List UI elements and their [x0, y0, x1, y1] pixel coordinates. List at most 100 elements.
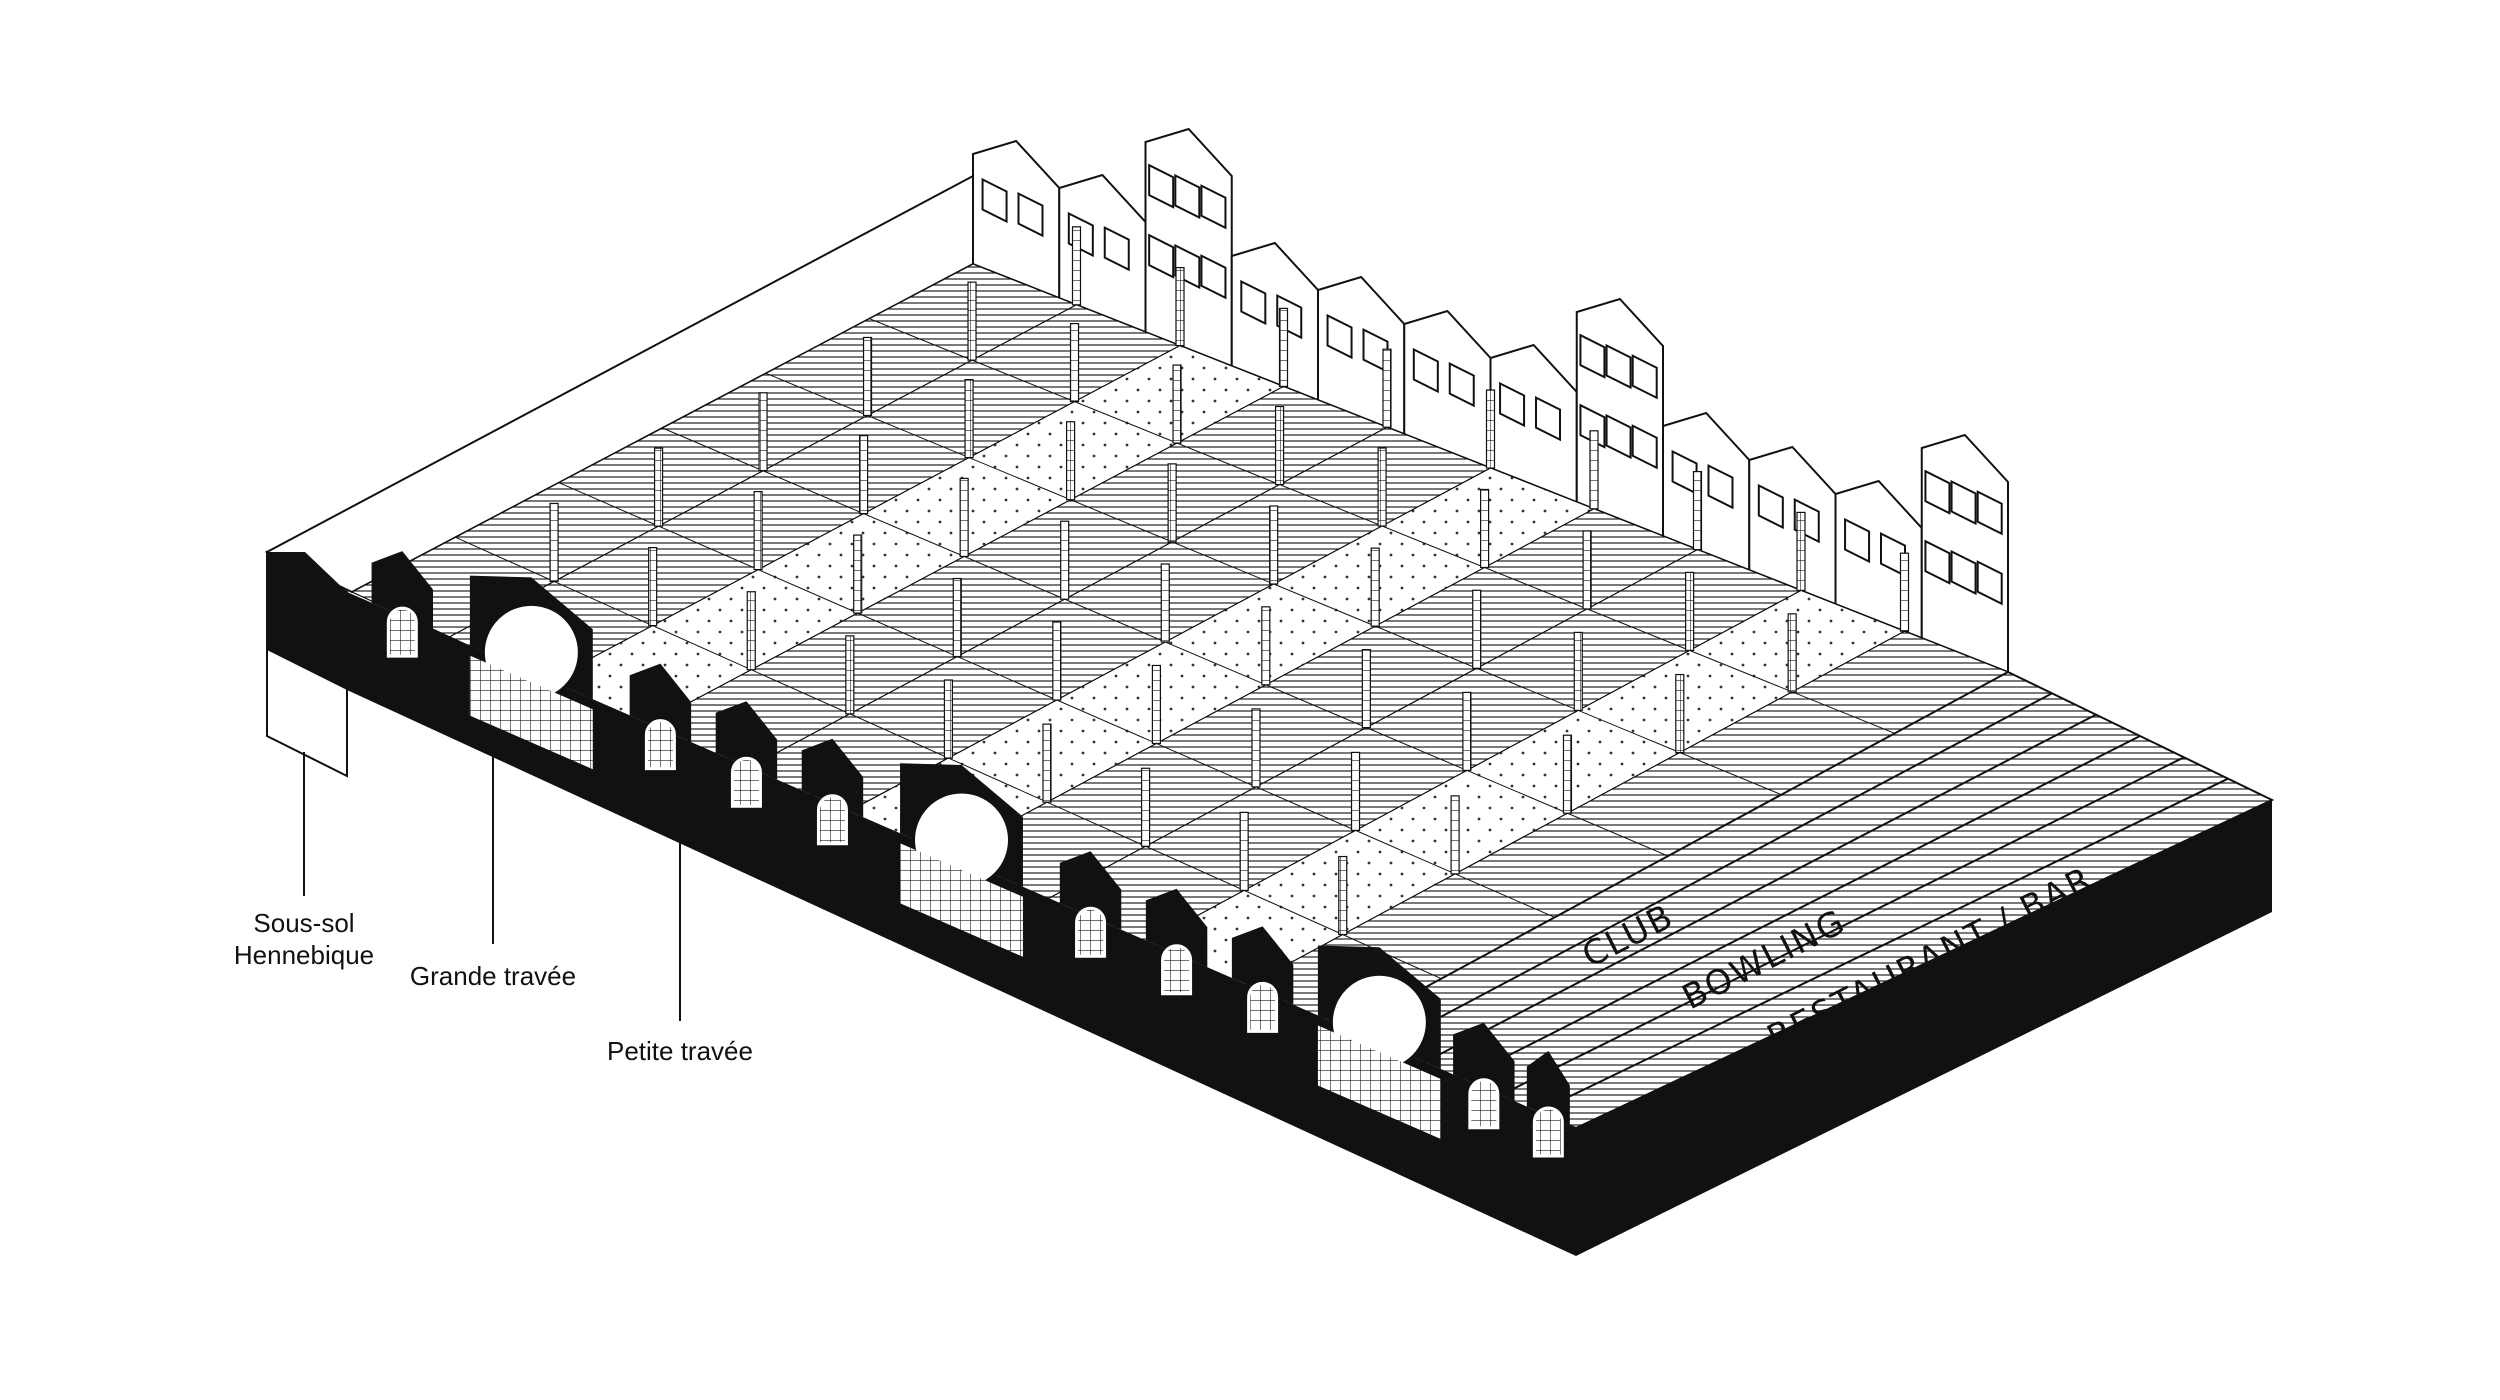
- window: [1240, 279, 1267, 326]
- lattice-column: [758, 392, 768, 472]
- front-gable: [1231, 926, 1294, 1005]
- arched-window: [1468, 1078, 1500, 1130]
- window: [1200, 184, 1227, 230]
- window: [1707, 464, 1734, 510]
- front-gable: [371, 551, 434, 630]
- lattice-column: [1175, 267, 1185, 347]
- lattice-column: [1269, 505, 1279, 585]
- arched-window: [1161, 944, 1193, 996]
- window: [1605, 413, 1632, 460]
- ridge-line: [1368, 692, 2053, 1056]
- lattice-column: [1278, 307, 1289, 387]
- lattice-column: [1350, 751, 1361, 832]
- arched-window: [1075, 906, 1107, 958]
- lattice-column: [1573, 631, 1583, 712]
- lattice-column: [1361, 648, 1371, 729]
- lattice-column: [753, 491, 763, 571]
- lattice-column: [1472, 589, 1482, 669]
- lattice-column: [1479, 488, 1490, 569]
- window: [1499, 381, 1526, 428]
- lattice-column: [1589, 430, 1599, 510]
- window: [1631, 354, 1658, 400]
- lattice-column: [653, 447, 664, 527]
- window: [1200, 254, 1227, 300]
- arched-window: [386, 606, 418, 658]
- lattice-column: [967, 281, 977, 361]
- lattice-column: [549, 502, 559, 583]
- arched-window: [1247, 981, 1279, 1033]
- lattice-column: [1042, 723, 1052, 803]
- lattice-column: [1675, 673, 1685, 754]
- lattice-column: [1382, 348, 1392, 428]
- window: [1448, 362, 1475, 408]
- lattice-column: [1160, 563, 1170, 643]
- lattice-column: [952, 577, 962, 658]
- lattice-column: [1274, 405, 1285, 486]
- ridge-line: [1451, 735, 2141, 1085]
- right-facade: [1576, 800, 2272, 1256]
- window: [1757, 483, 1784, 530]
- lattice-column: [1060, 520, 1070, 600]
- lattice-column: [1065, 421, 1076, 501]
- label-hennebique: Hennebique: [234, 940, 374, 970]
- window: [1017, 192, 1044, 238]
- window: [981, 177, 1008, 224]
- window: [1174, 173, 1201, 220]
- lattice-column: [1450, 795, 1460, 875]
- front-gable: [1453, 1022, 1515, 1102]
- lattice-column: [1685, 571, 1695, 652]
- glazed-panel: [900, 843, 1023, 957]
- window: [1535, 396, 1561, 442]
- lattice-column: [1899, 552, 1910, 632]
- lattice-column: [1370, 547, 1380, 627]
- lattice-column: [1172, 364, 1182, 444]
- lattice-column: [1692, 471, 1703, 551]
- lattice-column: [1261, 606, 1271, 686]
- glazed-panel: [469, 655, 593, 770]
- lattice-column: [1582, 530, 1592, 610]
- front-gable: [629, 663, 692, 743]
- lattice-column: [648, 546, 658, 627]
- front-gables: [371, 551, 1570, 1158]
- window: [1950, 479, 1977, 526]
- arched-window: [644, 719, 676, 771]
- window: [1326, 313, 1353, 360]
- arched-window: [730, 756, 762, 808]
- lattice-column: [746, 591, 756, 671]
- lattice-column: [1140, 767, 1151, 847]
- window: [1976, 490, 2003, 536]
- window: [1605, 343, 1632, 390]
- front-gable: [1526, 1050, 1570, 1126]
- window: [1148, 163, 1175, 209]
- lattice-column: [1069, 323, 1080, 403]
- label-grande-travee: Grande travée: [410, 961, 576, 991]
- lattice-column: [959, 477, 969, 557]
- window: [1976, 560, 2003, 606]
- lattice-column: [1796, 511, 1806, 592]
- left-gable: [267, 552, 347, 690]
- lattice-column: [1462, 691, 1472, 772]
- window: [1412, 347, 1439, 394]
- front-gable: [715, 701, 778, 780]
- lattice-column: [862, 336, 873, 417]
- arched-window: [1532, 1106, 1564, 1158]
- lattice-column: [1377, 447, 1387, 527]
- arched-window: [816, 794, 848, 846]
- lattice-column: [858, 435, 869, 515]
- window: [1924, 469, 1951, 515]
- lattice-column: [845, 635, 855, 715]
- lattice-column: [1151, 664, 1162, 745]
- lattice-column: [1071, 226, 1082, 306]
- columns: [549, 226, 1910, 936]
- window: [1950, 549, 1977, 596]
- front-gable: [1145, 888, 1208, 968]
- lattice-column: [943, 679, 954, 759]
- window: [1103, 226, 1130, 272]
- window: [1631, 424, 1658, 470]
- lattice-column: [1562, 734, 1573, 814]
- lattice-column: [1239, 811, 1249, 892]
- ridge-line: [1410, 713, 2097, 1071]
- roof-ridges: [1368, 692, 2229, 1115]
